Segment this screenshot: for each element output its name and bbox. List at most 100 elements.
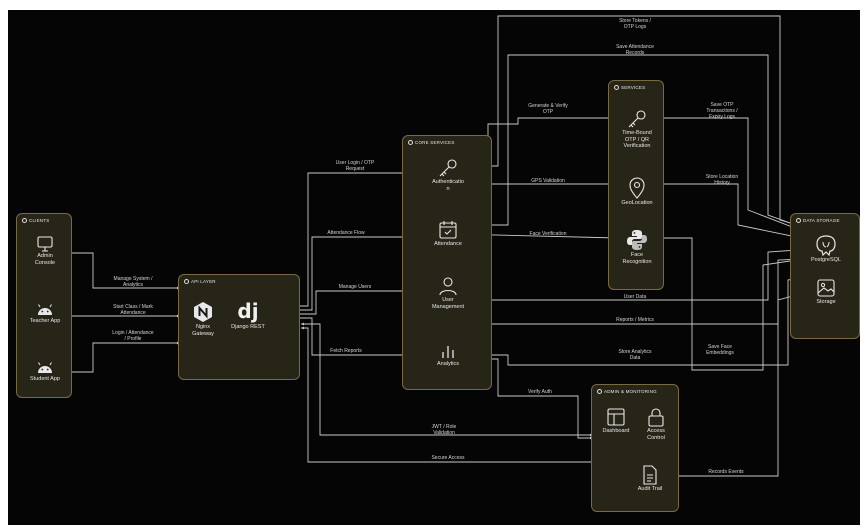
label-store-tokens: Store Tokens /OTP Logs <box>619 18 651 30</box>
python-logo-icon <box>627 230 647 250</box>
postgresql-logo-icon <box>816 235 836 256</box>
otp-qr-label-1: Time-Bound <box>622 130 652 136</box>
admin-console-label-2: Console <box>34 259 56 266</box>
attendance-node: Attendance <box>406 220 490 248</box>
otp-qr-node: Time-Bound OTP / QR Verification <box>610 109 664 150</box>
edge-jwt-role <box>301 322 593 437</box>
admin-console-label-1: Admin <box>37 253 53 259</box>
services-title: SERVICES <box>614 85 645 91</box>
geolocation-label: GeoLocation <box>621 200 653 206</box>
core-services-group: CORE SERVICES Authenticatio n Attendance… <box>402 135 492 390</box>
edge-save-otp <box>656 117 827 241</box>
core-services-title: CORE SERVICES <box>408 140 455 146</box>
user-management-label-2: Management <box>431 303 465 310</box>
key-icon <box>628 110 646 128</box>
access-control-label-2: Control <box>647 434 665 441</box>
architecture-diagram: Manage System /Analytics Start Class / M… <box>8 10 860 525</box>
label-secure-access: Secure Access <box>431 455 465 461</box>
otp-qr-label-3: Verification <box>623 143 651 149</box>
android-icon <box>38 304 52 315</box>
label-manage-system: Manage System /Analytics <box>114 276 154 288</box>
lock-icon <box>648 408 664 427</box>
admin-monitoring-group: ADMIN & MONITORING Dashboard Access Cont… <box>591 384 679 512</box>
label-manage-users: Manage Users <box>339 284 372 290</box>
user-management-node: User Management <box>406 276 490 310</box>
services-group: SERVICES Time-Bound OTP / QR Verificatio… <box>608 80 664 290</box>
database-icon <box>796 218 801 224</box>
teacher-app-node: Teacher App <box>19 303 71 325</box>
storage-node: Storage <box>795 278 857 306</box>
layout-icon <box>607 408 625 426</box>
nginx-logo-icon <box>194 302 212 322</box>
edge-store-location <box>656 183 827 244</box>
nginx-label-2: Gateway <box>192 330 214 337</box>
analytics-node: Analytics <box>406 342 490 368</box>
postgresql-label: PostgreSQL <box>811 257 841 263</box>
storage-label: Storage <box>816 299 836 305</box>
shield-icon <box>597 389 602 395</box>
map-pin-icon <box>629 177 645 199</box>
dashboard-label: Dashboard <box>602 428 630 434</box>
api-layer-group: API LAYER Nginx Gateway dj Django REST <box>178 274 300 380</box>
label-user-data: User Data <box>624 294 647 300</box>
geolocation-node: GeoLocation <box>610 177 664 207</box>
analytics-label: Analytics <box>436 361 459 367</box>
student-app-label: Student App <box>30 376 60 382</box>
calendar-check-icon <box>439 221 457 239</box>
clients-title: CLIENTS <box>22 218 49 224</box>
users-icon <box>22 218 27 224</box>
teacher-app-label: Teacher App <box>29 318 61 324</box>
data-storage-group: DATA STORAGE PostgreSQL Storage <box>790 213 860 339</box>
label-reports-metrics: Reports / Metrics <box>616 317 654 323</box>
bar-chart-icon <box>442 346 454 358</box>
key-icon <box>439 159 457 177</box>
admin-console-node: Admin Console <box>19 236 71 266</box>
access-control-node: Access Control <box>636 407 676 441</box>
image-icon <box>817 279 835 297</box>
face-recognition-label-1: Face <box>630 252 644 258</box>
authentication-label-1: Authenticatio <box>432 179 464 185</box>
user-icon <box>439 277 457 296</box>
admin-monitoring-title: ADMIN & MONITORING <box>597 389 657 395</box>
otp-qr-label-2: OTP / QR <box>624 136 650 143</box>
face-recognition-label-2: Recognition <box>622 258 652 265</box>
audit-trail-label: Audit Trail <box>637 486 663 492</box>
clients-group: CLIENTS Admin Console Teacher App Studen… <box>16 213 72 398</box>
android-icon <box>38 362 52 373</box>
attendance-label: Attendance <box>434 241 462 247</box>
label-fetch-reports: Fetch Reports <box>330 348 362 354</box>
api-layer-title: API LAYER <box>184 279 216 285</box>
django-label: Django REST <box>231 324 265 330</box>
gateway-icon <box>184 279 189 285</box>
audit-trail-node: Audit Trail <box>630 465 670 493</box>
dashboard-node: Dashboard <box>596 407 636 435</box>
label-face-verification: Face Verification <box>530 231 567 237</box>
data-storage-title: DATA STORAGE <box>796 218 840 224</box>
django-node: dj Django REST <box>225 299 271 331</box>
label-gps-validation: GPS Validation <box>531 178 565 184</box>
monitor-icon <box>37 236 53 252</box>
authentication-label-2: n <box>446 185 450 192</box>
nginx-label-1: Nginx <box>195 324 211 330</box>
label-verify-auth: Verify Auth <box>528 389 552 395</box>
gear-icon <box>408 140 413 146</box>
user-management-label-1: User <box>442 297 454 303</box>
label-attendance-flow: Attendance Flow <box>327 230 365 236</box>
edge-manage-system <box>52 252 180 290</box>
django-logo-icon: dj <box>237 299 259 323</box>
file-text-icon <box>643 465 657 485</box>
settings-icon <box>614 85 619 91</box>
authentication-node: Authenticatio n <box>406 158 490 192</box>
face-recognition-node: Face Recognition <box>610 229 664 265</box>
label-records-events: Records Events <box>708 469 744 475</box>
label-login-attendance: Login / Attendance/ Profile <box>112 330 154 342</box>
